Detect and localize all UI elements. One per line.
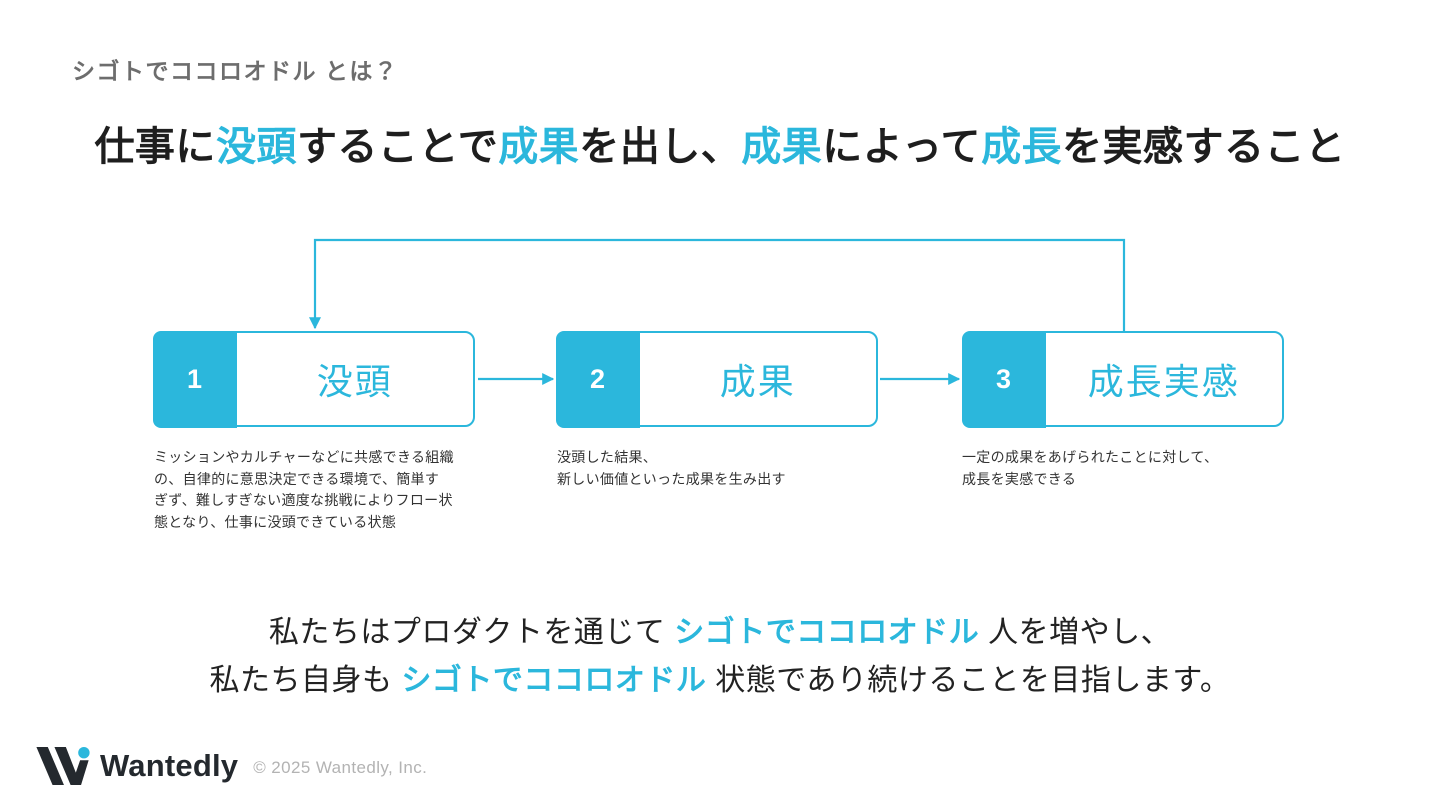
copyright-text: © 2025 Wantedly, Inc.: [253, 758, 428, 777]
closing-statement: 私たちはプロダクトを通じて シゴトでココロオドル 人を増やし、 私たち自身も シ…: [0, 609, 1440, 705]
plain-text: することで: [296, 125, 499, 169]
plain-text: によって: [822, 125, 982, 169]
step-box-1: 1 没頭: [152, 330, 475, 428]
step-number-3: 3: [961, 330, 1046, 428]
wantedly-logo-icon: [36, 747, 90, 785]
eyebrow-heading: シゴトでココロオドル とは？: [72, 58, 399, 84]
plain-text: 状態であり続けることを目指します。: [706, 664, 1231, 697]
closing-line-1: 私たちはプロダクトを通じて シゴトでココロオドル 人を増やし、: [0, 609, 1440, 657]
step-description-1: ミッションやカルチャーなどに共感できる組織 の、自律的に意思決定できる環境で、簡…: [154, 449, 454, 530]
step-description-2: 没頭した結果、 新しい価値といった成果を生み出す: [557, 449, 786, 487]
highlighted-text: 成果: [498, 125, 580, 169]
step-label-2: 成果: [719, 361, 796, 402]
highlighted-text: シゴトでココロオドル: [674, 616, 980, 649]
plain-text: を実感すること: [1062, 125, 1346, 169]
feedback-loop-arrow-icon: [309, 238, 1126, 331]
highlighted-text: 没頭: [215, 125, 297, 169]
plain-text: 私たちはプロダクトを通じて: [268, 616, 675, 649]
wantedly-logotype: Wantedly: [100, 748, 239, 783]
highlighted-text: シゴトでココロオドル: [401, 664, 707, 697]
closing-line-2: 私たち自身も シゴトでココロオドル 状態であり続けることを目指します。: [0, 657, 1440, 705]
highlighted-text: 成長: [981, 125, 1063, 169]
footer: Wantedly © 2025 Wantedly, Inc.: [36, 744, 427, 788]
step-label-1: 没頭: [316, 361, 393, 402]
step-number-2: 2: [555, 330, 640, 428]
plain-text: 私たち自身も: [209, 664, 402, 697]
step-label-3: 成長実感: [1087, 361, 1240, 402]
plain-text: 仕事に: [94, 125, 216, 169]
step-box-2: 2 成果: [555, 330, 878, 428]
page-title: 仕事に没頭することで成果を出し、成果によって成長を実感すること: [0, 114, 1440, 172]
highlighted-text: 成果: [741, 125, 823, 169]
plain-text: 人を増やし、: [979, 616, 1172, 649]
step-description-3: 一定の成果をあげられたことに対して、 成長を実感できる: [962, 449, 1219, 487]
step-box-3: 3 成長実感: [961, 330, 1284, 428]
step-number-1: 1: [152, 330, 237, 428]
plain-text: を出し、: [579, 125, 742, 169]
